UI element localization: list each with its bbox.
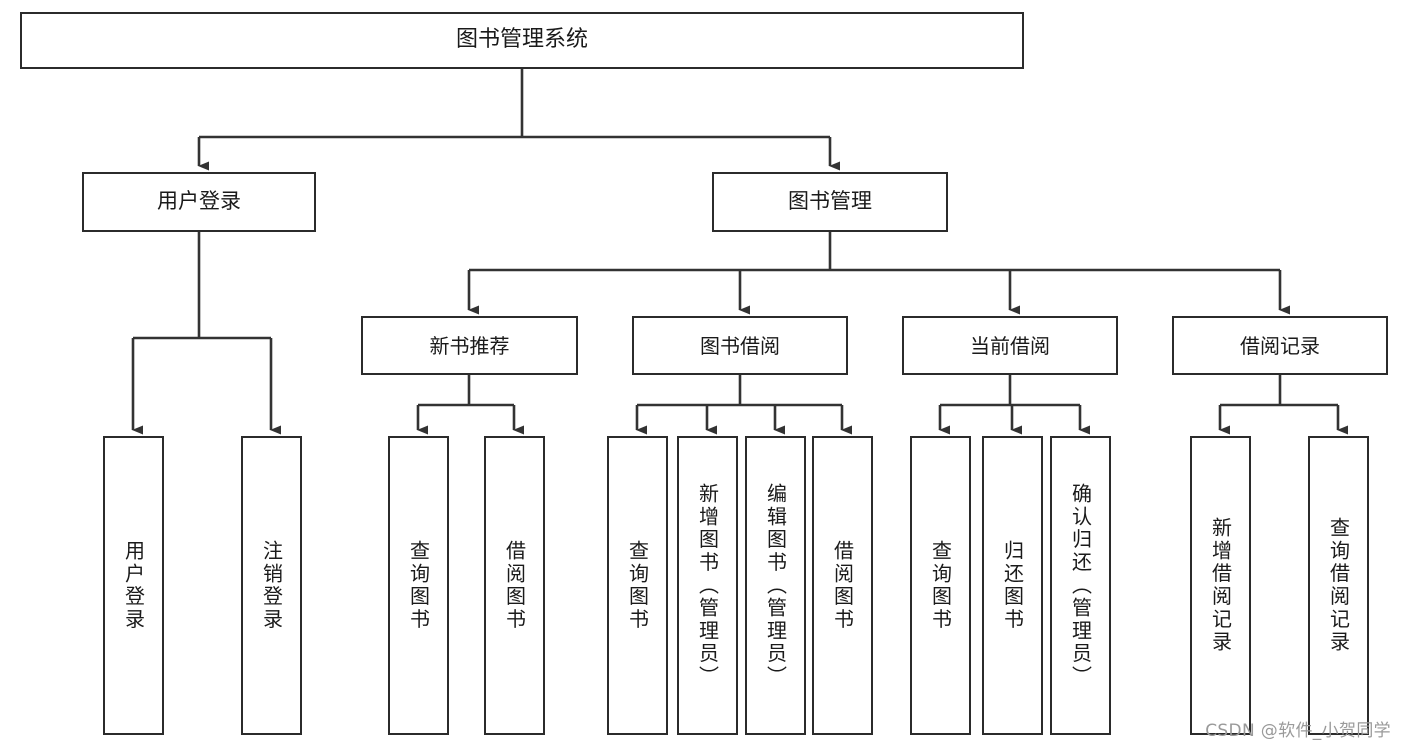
node-label: 注销登录: [259, 539, 284, 632]
node-label: 归还图书: [1000, 539, 1025, 632]
node-root-system[interactable]: 图书管理系统: [20, 12, 1024, 69]
node-label: 图书借阅: [700, 333, 780, 358]
node-leaf-edit-book[interactable]: 编辑图书（管理员）: [745, 436, 806, 735]
user-login-to-leaves-connectors: [131, 232, 281, 435]
node-label: 借阅图书: [830, 539, 855, 632]
node-leaf-return-book[interactable]: 归还图书: [982, 436, 1043, 735]
node-label: 编辑图书（管理员）: [763, 482, 788, 689]
node-label: 查询借阅记录: [1326, 517, 1351, 654]
node-leaf-add-book[interactable]: 新增图书（管理员）: [677, 436, 738, 735]
node-label: 借阅图书: [502, 539, 527, 632]
node-label: 图书管理系统: [455, 27, 588, 53]
node-borrow-record[interactable]: 借阅记录: [1172, 316, 1388, 375]
node-label: 确认归还（管理员）: [1068, 482, 1093, 689]
node-leaf-query-book-2[interactable]: 查询图书: [607, 436, 668, 735]
watermark-text: CSDN @软件_小贺同学: [1205, 721, 1391, 741]
node-label: 新增图书（管理员）: [695, 482, 720, 689]
node-label: 查询图书: [406, 539, 431, 632]
node-current-borrow[interactable]: 当前借阅: [902, 316, 1118, 375]
node-label: 查询图书: [625, 539, 650, 632]
node-leaf-user-login[interactable]: 用户登录: [103, 436, 164, 735]
node-leaf-borrow-book-2[interactable]: 借阅图书: [812, 436, 873, 735]
node-book-borrow[interactable]: 图书借阅: [632, 316, 848, 375]
node-label: 新增借阅记录: [1208, 517, 1233, 654]
node-label: 图书管理: [788, 189, 872, 214]
node-label: 查询图书: [928, 539, 953, 632]
node-leaf-query-record[interactable]: 查询借阅记录: [1308, 436, 1369, 735]
root-to-level1-connectors: [197, 69, 840, 171]
node-label: 当前借阅: [970, 333, 1050, 358]
book-borrow-to-leaves-connectors: [635, 375, 852, 435]
node-book-manage[interactable]: 图书管理: [712, 172, 948, 232]
borrow-record-to-leaves-connectors: [1218, 375, 1348, 435]
level1-to-level2-connectors: [467, 232, 1290, 315]
node-leaf-borrow-book-1[interactable]: 借阅图书: [484, 436, 545, 735]
new-book-recommend-to-leaves-connectors: [416, 375, 524, 435]
node-new-book-recommend[interactable]: 新书推荐: [361, 316, 578, 375]
current-borrow-to-leaves-connectors: [938, 375, 1090, 435]
node-leaf-confirm-return[interactable]: 确认归还（管理员）: [1050, 436, 1111, 735]
node-leaf-query-book-1[interactable]: 查询图书: [388, 436, 449, 735]
node-leaf-query-book-3[interactable]: 查询图书: [910, 436, 971, 735]
node-leaf-user-logout[interactable]: 注销登录: [241, 436, 302, 735]
node-label: 用户登录: [121, 539, 146, 632]
node-user-login[interactable]: 用户登录: [82, 172, 316, 232]
node-label: 借阅记录: [1240, 333, 1320, 358]
node-leaf-add-record[interactable]: 新增借阅记录: [1190, 436, 1251, 735]
node-label: 用户登录: [157, 189, 241, 214]
node-label: 新书推荐: [429, 333, 510, 358]
